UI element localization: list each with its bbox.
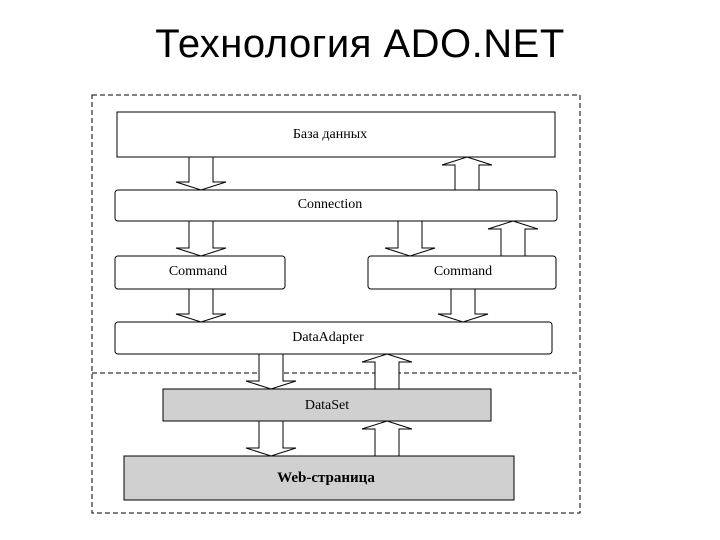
diagram-frame bbox=[91, 94, 581, 514]
data-set-label: DataSet bbox=[305, 398, 349, 413]
arrow-up-dataset-adapter bbox=[361, 353, 413, 390]
arrow-up-webpage-dataset bbox=[361, 420, 413, 457]
arrow-down-command-right-adapter bbox=[437, 288, 489, 323]
arrow-up-connection-database bbox=[441, 156, 493, 191]
arrow-down-command-left-adapter bbox=[175, 288, 227, 323]
web-page-label: Web-страница bbox=[277, 470, 375, 486]
arrow-down-adapter-dataset bbox=[245, 353, 297, 390]
arrow-down-dataset-webpage bbox=[245, 420, 297, 457]
command-right-label: Command bbox=[434, 264, 492, 279]
arrow-down-connection-command-right bbox=[384, 220, 436, 257]
connection-box bbox=[114, 189, 558, 222]
arrow-up-command-right-connection bbox=[487, 220, 539, 257]
slide-title: Технология ADO.NET bbox=[155, 22, 565, 66]
database-label: База данных bbox=[293, 127, 367, 142]
data-set-box bbox=[162, 388, 492, 422]
command-left-label: Command bbox=[169, 264, 227, 279]
arrow-down-connection-command-left bbox=[175, 220, 227, 257]
web-page-box bbox=[123, 455, 515, 501]
arrow-down-database-connection bbox=[175, 156, 227, 191]
connection-label: Connection bbox=[298, 197, 363, 212]
database-box bbox=[116, 111, 556, 158]
data-adapter-label: DataAdapter bbox=[292, 330, 364, 345]
data-adapter-box bbox=[114, 321, 553, 355]
